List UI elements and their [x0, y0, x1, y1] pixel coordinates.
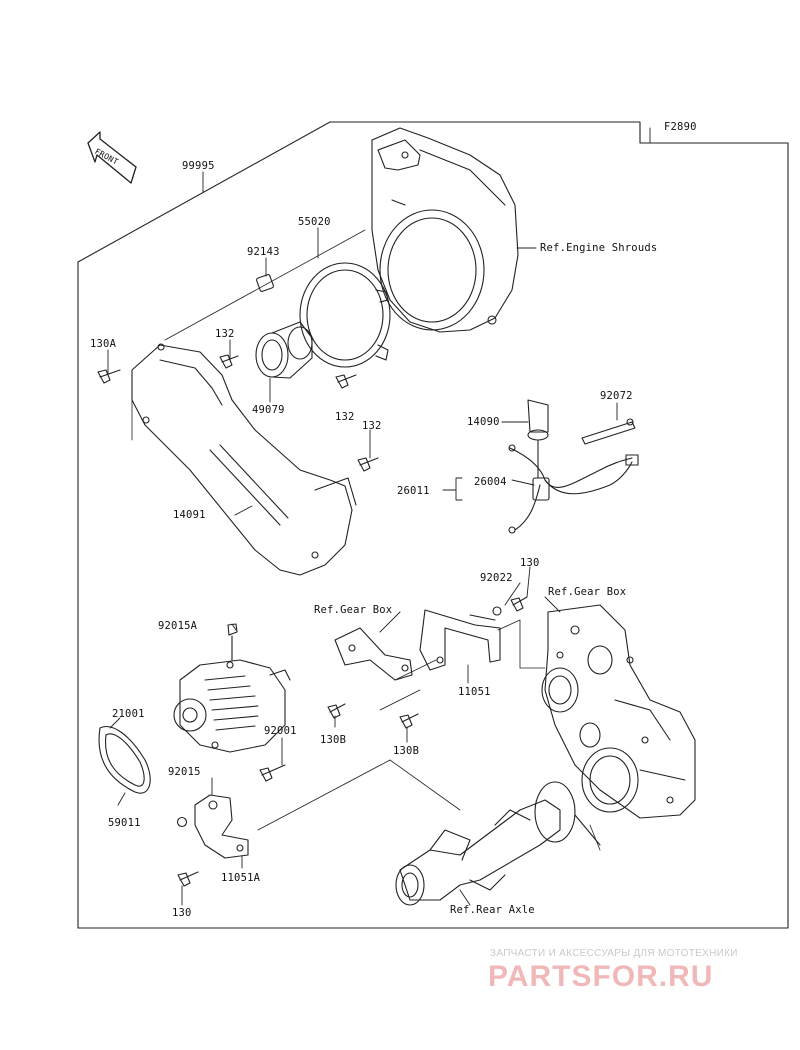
v-belt-drawing [98, 726, 151, 794]
bracket-11051-drawing [419, 609, 501, 671]
part-99995[interactable]: 99995 [182, 160, 215, 172]
part-130-b[interactable]: 130 [172, 907, 192, 919]
figure-code: F2890 [664, 121, 697, 133]
part-130-a[interactable]: 130 [520, 557, 540, 569]
part-49079[interactable]: 49079 [252, 404, 285, 416]
gearbox-drawing [541, 604, 696, 819]
part-59011[interactable]: 59011 [108, 817, 141, 829]
part-92001[interactable]: 92001 [264, 725, 297, 737]
part-11051[interactable]: 11051 [458, 686, 491, 698]
seal-drawing [255, 321, 313, 379]
part-21001[interactable]: 21001 [112, 708, 145, 720]
ref-engine-shrouds[interactable]: Ref.Engine Shrouds [540, 242, 658, 254]
part-132-a[interactable]: 132 [215, 328, 235, 340]
guide-lines [131, 229, 601, 851]
pin-drawing [256, 274, 274, 292]
part-11051A[interactable]: 11051A [221, 872, 261, 884]
sensor-drawing [527, 399, 549, 479]
part-130B-b[interactable]: 130B [393, 745, 420, 757]
gearbox-bracket-drawing [334, 627, 413, 681]
part-130B-a[interactable]: 130B [320, 734, 347, 746]
bolt-drawings [97, 354, 528, 887]
part-92072[interactable]: 92072 [600, 390, 633, 402]
wiring-harness-drawing [508, 444, 639, 534]
watermark-tagline: ЗАПЧАСТИ И АКСЕССУАРЫ ДЛЯ МОТОТЕХНИКИ [490, 948, 738, 959]
ref-rear-axle[interactable]: Ref.Rear Axle [450, 904, 535, 916]
part-26004[interactable]: 26004 [474, 476, 507, 488]
strap-drawing [581, 418, 636, 445]
gasket-drawing [299, 262, 391, 368]
part-92015[interactable]: 92015 [168, 766, 201, 778]
part-55020[interactable]: 55020 [298, 216, 331, 228]
part-92015A[interactable]: 92015A [158, 620, 198, 632]
front-arrow-icon [87, 131, 137, 184]
leader-lines [107, 127, 651, 906]
engine-shroud-drawing [371, 127, 519, 333]
ref-gear-box-2[interactable]: Ref.Gear Box [548, 586, 627, 598]
bracket-11051A-drawing [194, 794, 249, 859]
alternator-drawing [173, 659, 291, 753]
part-92022[interactable]: 92022 [480, 572, 513, 584]
part-14091[interactable]: 14091 [173, 509, 206, 521]
watermark-logo: PARTSFOR.RU [488, 960, 714, 993]
part-92143[interactable]: 92143 [247, 246, 280, 258]
assembly-frame [77, 121, 789, 929]
ref-gear-box-1[interactable]: Ref.Gear Box [314, 604, 393, 616]
part-132-b[interactable]: 132 [335, 411, 355, 423]
part-14090[interactable]: 14090 [467, 416, 500, 428]
rear-axle-drawing [395, 781, 601, 906]
part-26011[interactable]: 26011 [397, 485, 430, 497]
part-130A[interactable]: 130A [90, 338, 117, 350]
belt-cover-drawing [131, 343, 357, 576]
part-132-c[interactable]: 132 [362, 420, 382, 432]
